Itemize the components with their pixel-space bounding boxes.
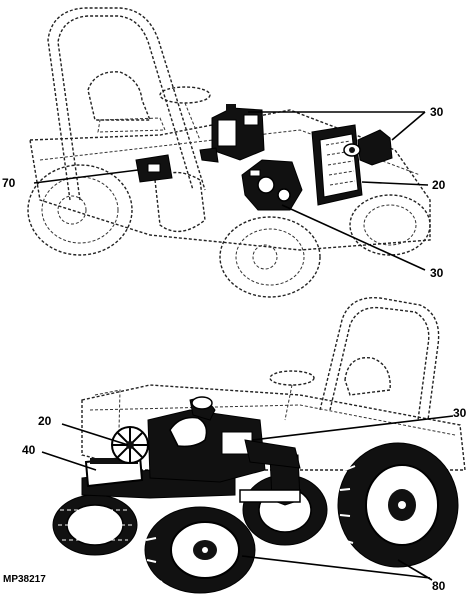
top-component-30-battery [199, 104, 265, 163]
callout-20-top: 20 [432, 178, 446, 192]
top-component-30-filter-cap [343, 129, 393, 166]
bottom-component-30-engine [147, 396, 301, 483]
callout-20-bottom: 20 [38, 414, 52, 428]
callout-80: 80 [432, 579, 446, 593]
bottom-leaders [41, 415, 454, 581]
top-component-engine [241, 159, 303, 211]
top-leaders [33, 111, 429, 271]
top-component-70-sensor [135, 154, 173, 183]
bottom-wheel-front-left [52, 494, 138, 556]
callout-30-upper: 30 [430, 105, 444, 119]
bottom-wheel-front-right [144, 506, 256, 594]
top-component-20-radiator [311, 124, 363, 206]
bottom-wheel-rear-right [337, 442, 459, 568]
figure-id: MP38217 [3, 574, 46, 585]
callout-30-lower: 30 [430, 266, 444, 280]
callout-40: 40 [22, 443, 36, 457]
bottom-component-20-fan [111, 426, 149, 464]
callout-30-bottom: 30 [453, 406, 467, 420]
callout-70: 70 [2, 176, 16, 190]
top-tractor-outline [27, 7, 431, 298]
